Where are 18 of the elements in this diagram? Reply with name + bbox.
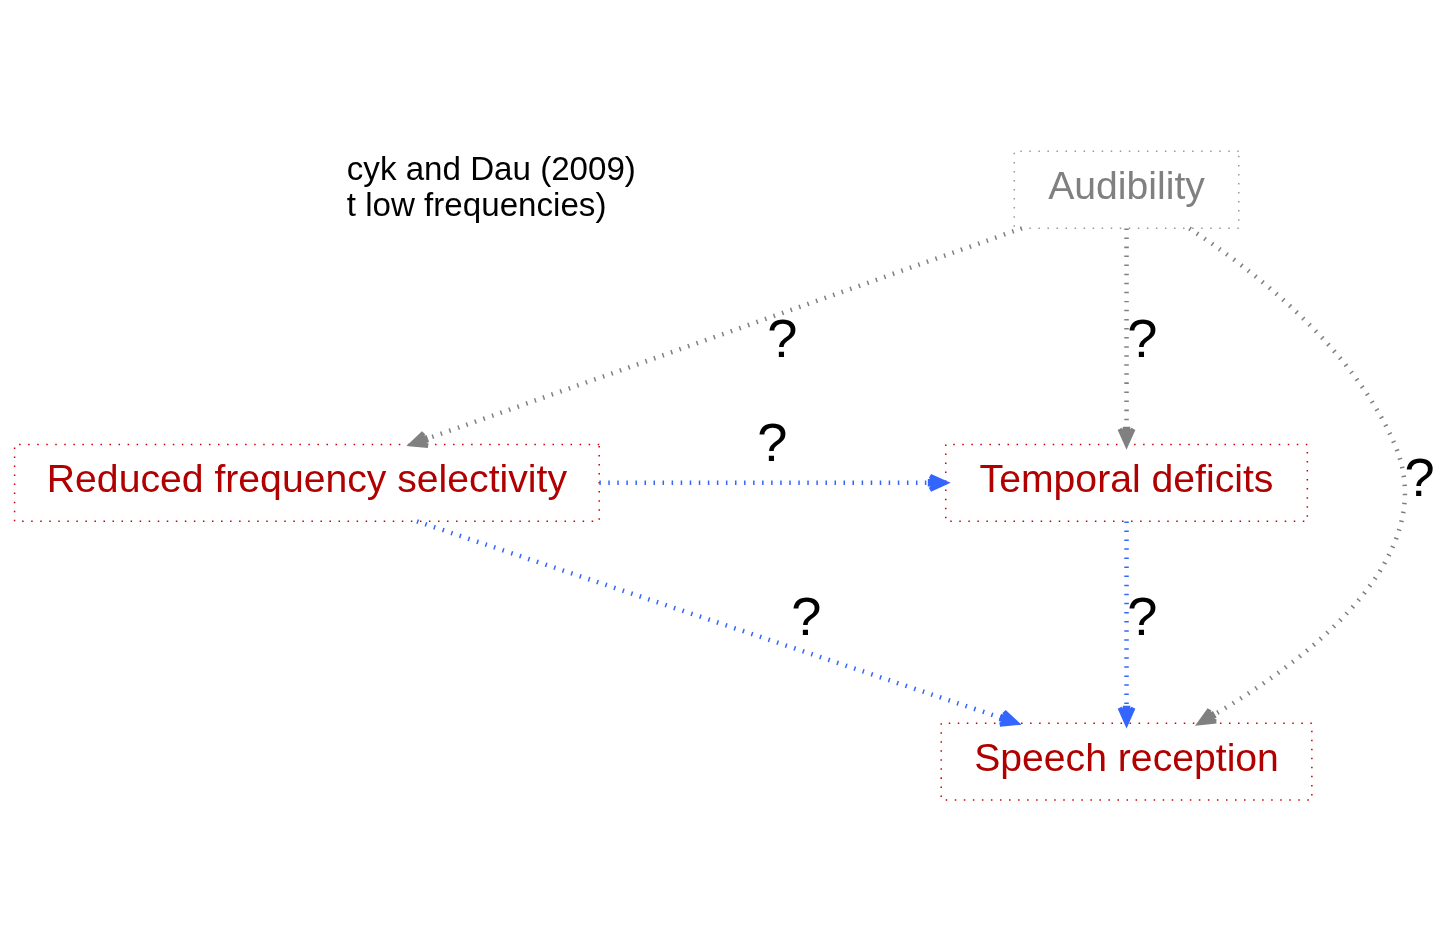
arrow [409, 226, 1023, 448]
node-box: Audibility [1013, 150, 1240, 229]
node-box: Temporal deficits [944, 443, 1309, 522]
edge-label: ? [767, 307, 798, 368]
arrow [1188, 226, 1407, 726]
arrow [1117, 228, 1136, 447]
label: t low frequencies) [346, 186, 607, 224]
edge-label: ? [1127, 586, 1158, 647]
arrow [599, 473, 948, 492]
node-box: Reduced frequency selectivity [13, 443, 600, 522]
edge-label: ? [1404, 447, 1435, 508]
arrow [416, 519, 1019, 727]
node-box: Speech reception [940, 722, 1313, 801]
arrow [1117, 521, 1136, 726]
edge-label: ? [1127, 307, 1158, 368]
edge-label: ? [757, 412, 788, 473]
edge-label: ? [791, 586, 822, 647]
label: cyk and Dau (2009) [346, 150, 636, 188]
